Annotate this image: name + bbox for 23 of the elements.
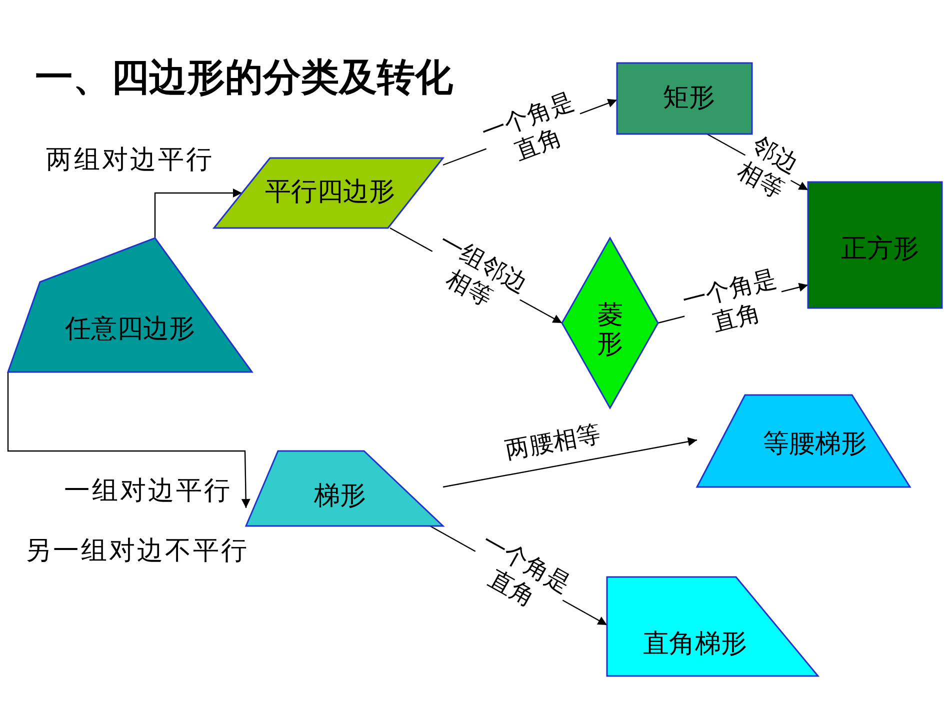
shape-label: 菱形 bbox=[597, 301, 623, 359]
shape-label: 等腰梯形 bbox=[763, 430, 867, 460]
title: 一、四边形的分类及转化 bbox=[35, 54, 453, 101]
shape-label: 矩形 bbox=[663, 84, 715, 114]
arrow bbox=[7, 372, 250, 508]
edge-label: 一组对边平行 bbox=[63, 474, 233, 508]
shape-label: 梯形 bbox=[314, 482, 366, 512]
parallelogram-shape bbox=[214, 158, 443, 228]
shape-label: 正方形 bbox=[841, 235, 919, 265]
trapezoid-shape bbox=[246, 451, 443, 526]
rectangle-shape bbox=[617, 63, 752, 134]
rhombus-shape bbox=[562, 238, 658, 408]
square-shape bbox=[808, 182, 942, 308]
quadrilateral-shape bbox=[8, 238, 253, 372]
shape-label: 直角梯形 bbox=[643, 630, 747, 660]
condition-text: 另一组对边不平行 bbox=[25, 535, 249, 568]
right-trapezoid-shape bbox=[607, 577, 818, 676]
shape-label: 平行四边形 bbox=[265, 178, 395, 208]
arrow bbox=[154, 188, 242, 238]
shape-label: 任意四边形 bbox=[65, 315, 195, 345]
arrow bbox=[442, 437, 698, 488]
edge-label: 两组对边平行 bbox=[45, 144, 215, 176]
isosceles-trapezoid-shape bbox=[697, 395, 910, 487]
